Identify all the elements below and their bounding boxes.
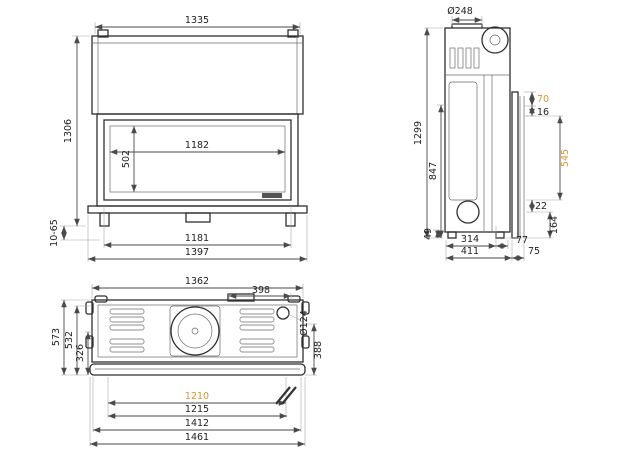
side-dim-depth-77: 77: [516, 235, 528, 246]
top-dim-flue-offset: 398: [252, 285, 270, 296]
front-view-object: [87, 29, 308, 227]
front-view-dimensions: 1335 1306 1182 502 10-65 1181 1397: [49, 15, 308, 262]
side-dim-depth-body: 411: [461, 246, 479, 257]
side-view-object: [444, 23, 525, 239]
side-view-dimensions: Ø248 1299 847 70 16 545 22 164: [413, 6, 571, 261]
bracket-rear-right: [287, 295, 301, 303]
side-heat-shield: [448, 81, 478, 201]
top-dim-width-body: 1362: [185, 276, 209, 287]
brand-logo: [262, 193, 282, 198]
top-dim-width-total: 1461: [185, 432, 209, 443]
vent-slats-right: [239, 308, 275, 353]
top-dim-port-diameter: Ø124: [299, 310, 310, 336]
mounting-frame: [511, 91, 519, 239]
foot-center: [185, 212, 211, 223]
top-view: 1362 398 573 532 326 388 Ø124: [51, 276, 324, 447]
bracket-right-bottom: [301, 335, 310, 349]
front-dim-width-base: 1397: [185, 247, 209, 258]
foot-left: [99, 212, 110, 227]
hood-outline: [91, 35, 304, 115]
side-dim-foot-height: 49: [423, 228, 434, 240]
vent-slats-left: [109, 308, 145, 353]
front-view: 1335 1306 1182 502 10-65 1181 1397: [49, 15, 308, 262]
air-spigot: [456, 200, 480, 224]
front-dim-feet-adjust: 10-65: [49, 219, 60, 247]
side-foot-rear: [447, 231, 457, 239]
bracket-right-top: [301, 301, 310, 315]
side-dim-depth-314: 314: [461, 234, 479, 245]
side-dim-flue-diameter: Ø248: [447, 6, 473, 17]
front-dim-glass-width: 1182: [185, 140, 209, 151]
glass-frame: [103, 119, 292, 201]
side-dim-height-total: 1299: [413, 121, 424, 145]
top-dim-width-1215: 1215: [185, 404, 209, 415]
bracket-rear-left: [94, 295, 108, 303]
side-dim-clearance-top: 70: [537, 94, 549, 105]
side-dim-clearance-22: 22: [535, 201, 547, 212]
front-glass-bar: [89, 363, 306, 376]
top-dim-depth-total: 573: [51, 328, 62, 346]
glass-pane: [109, 125, 286, 193]
side-body-outline: [444, 27, 511, 233]
top-dim-depth-right: 388: [313, 341, 324, 359]
lifting-lug-right: [287, 29, 299, 38]
base-frame: [87, 205, 308, 214]
side-dim-frame-height: 545: [560, 149, 571, 167]
side-foot-front: [495, 231, 505, 239]
lifting-lug-left: [97, 29, 109, 38]
bracket-left-top: [85, 301, 94, 315]
front-dim-glass-height: 502: [121, 150, 132, 168]
side-dim-clearance-16: 16: [537, 107, 549, 118]
top-body-outline: [91, 299, 304, 363]
foot-right: [285, 212, 296, 227]
front-dim-width-inner: 1181: [185, 233, 209, 244]
flue-motor: [481, 26, 509, 54]
slope-hatch-mark: [275, 386, 297, 405]
front-dim-width-top: 1335: [185, 15, 209, 26]
top-view-object: [85, 293, 310, 376]
front-dim-height-total: 1306: [63, 119, 74, 143]
top-dim-glass-width: 1210: [185, 391, 209, 402]
flue-plate: [169, 305, 221, 357]
top-dim-width-1412: 1412: [185, 418, 209, 429]
side-dim-frame-depth: 75: [528, 246, 540, 257]
top-dim-depth-326: 326: [75, 344, 86, 362]
top-view-dimensions: 1362 398 573 532 326 388 Ø124: [51, 276, 324, 447]
side-dim-base-height: 164: [549, 216, 560, 234]
side-dim-height-body: 847: [428, 162, 439, 180]
side-view: Ø248 1299 847 70 16 545 22 164: [413, 6, 571, 261]
top-dim-depth-532: 532: [64, 331, 75, 349]
port-circle: [276, 306, 290, 320]
flue-outlet-top: [170, 306, 220, 356]
